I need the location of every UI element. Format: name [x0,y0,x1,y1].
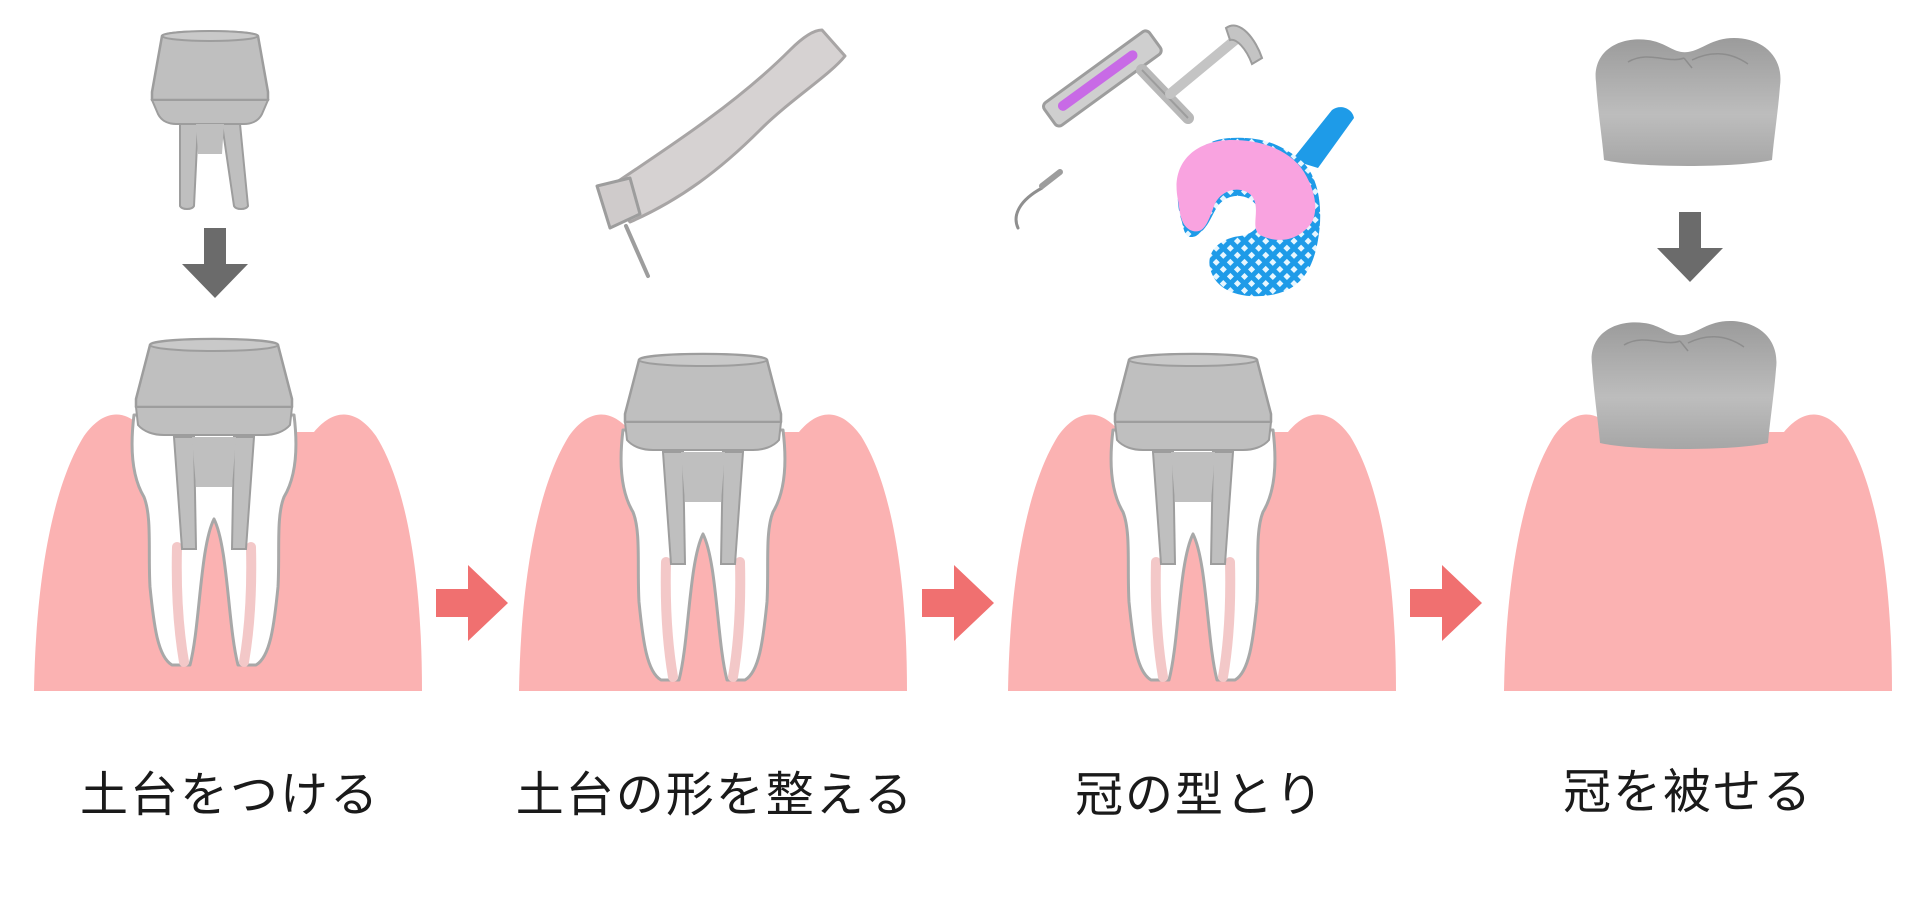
step-4-group [1504,37,1892,691]
step-2-label: 土台の形を整える [515,767,915,823]
step-arrow-icon [436,565,508,641]
down-arrow-icon [1657,212,1723,282]
down-arrow-icon [182,228,248,298]
step-3-label: 冠の型とり [1074,767,1325,823]
gum-shape-4 [1504,414,1892,691]
impression-tray-icon [1176,107,1354,297]
step-1-label: 土台をつける [79,767,380,823]
step-3-group [1008,24,1396,691]
step-arrow-icon [922,565,994,641]
crown-seated [1590,320,1778,450]
step-2-group [519,28,907,691]
step-4-label: 冠を被せる [1562,764,1813,820]
handpiece-icon [595,28,847,278]
syringe-icon [1014,24,1264,230]
step-arrow-icon [1410,565,1482,641]
step-1-group [34,30,422,691]
post-core-icon [150,30,270,210]
crown-icon [1594,37,1782,167]
